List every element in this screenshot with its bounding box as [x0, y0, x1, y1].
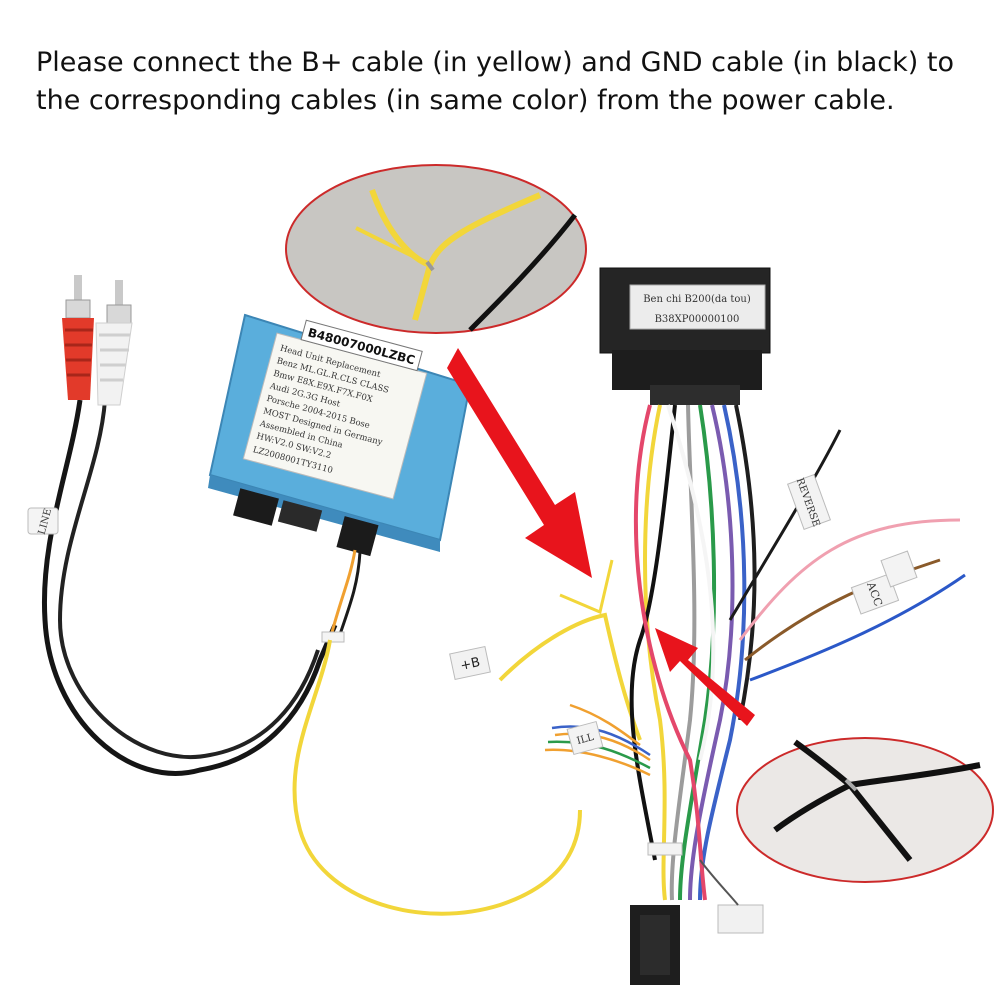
instruction-line-2: the corresponding cables (in same color)… [36, 85, 895, 116]
decoder-box-label: B48007000LZBC Head Unit Replacement Benz… [242, 319, 428, 500]
decoder-box: B48007000LZBC Head Unit Replacement Benz… [208, 313, 472, 557]
b-plus-tag [449, 645, 491, 681]
pointer-arrow-right [655, 628, 755, 726]
ill-tag-label: ILL [576, 732, 596, 747]
gnd-splice-callout [736, 737, 994, 883]
instruction-text: Please connect the B+ cable (in yellow) … [36, 44, 986, 120]
main-connector: Ben chi B200(da tou) B38XP00000100 [599, 267, 771, 405]
rca-plug-white [95, 280, 133, 406]
b-plus-splice-callout [285, 164, 587, 334]
bottom-connectors [630, 859, 764, 985]
rca-cable-group: LINE [27, 275, 338, 776]
decoder-label-text: Head Unit Replacement Benz ML.GL.R.CLS C… [251, 343, 403, 487]
harness-tags: REVERSE ACC ILL [566, 474, 918, 856]
rca-plug-red [62, 275, 94, 400]
rca-cable-tag [27, 507, 59, 535]
b-plus-tag-label: +B [459, 655, 481, 674]
instruction-line-1: Please connect the B+ cable (in yellow) … [36, 47, 955, 78]
main-connector-label-2: B38XP00000100 [655, 314, 740, 325]
main-connector-label-1: Ben chi B200(da tou) [643, 294, 751, 305]
b-plus-cable: +B [292, 559, 642, 916]
pointer-arrow-left [447, 348, 592, 578]
